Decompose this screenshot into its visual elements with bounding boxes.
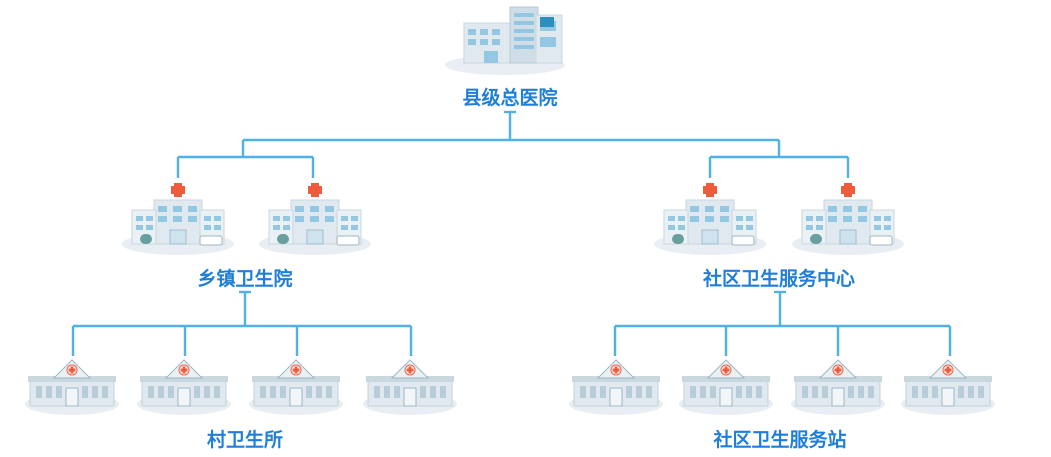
community-center-label: 社区卫生服务中心: [702, 268, 856, 290]
county-hospital-icon: [445, 6, 565, 75]
village-clinic-icon: [249, 359, 343, 415]
village-clinic-icon: [137, 359, 231, 415]
village-clinic-label: 村卫生所: [206, 429, 284, 451]
township-hospital-label: 乡镇卫生院: [197, 268, 293, 290]
village-clinic-icon: [25, 359, 119, 415]
community-station-icon: [679, 359, 773, 415]
community-center-icon: [654, 183, 766, 255]
village-clinic-icon: [363, 359, 457, 415]
community-station-icon: [569, 359, 663, 415]
township-hospital-icon: [122, 183, 234, 255]
township-hospital-icon: [259, 183, 371, 255]
community-station-label: 社区卫生服务站: [713, 429, 847, 451]
county-hospital-label: 县级总医院: [462, 87, 558, 109]
community-center-icon: [792, 183, 904, 255]
community-station-icon: [791, 359, 885, 415]
community-station-icon: [901, 359, 995, 415]
